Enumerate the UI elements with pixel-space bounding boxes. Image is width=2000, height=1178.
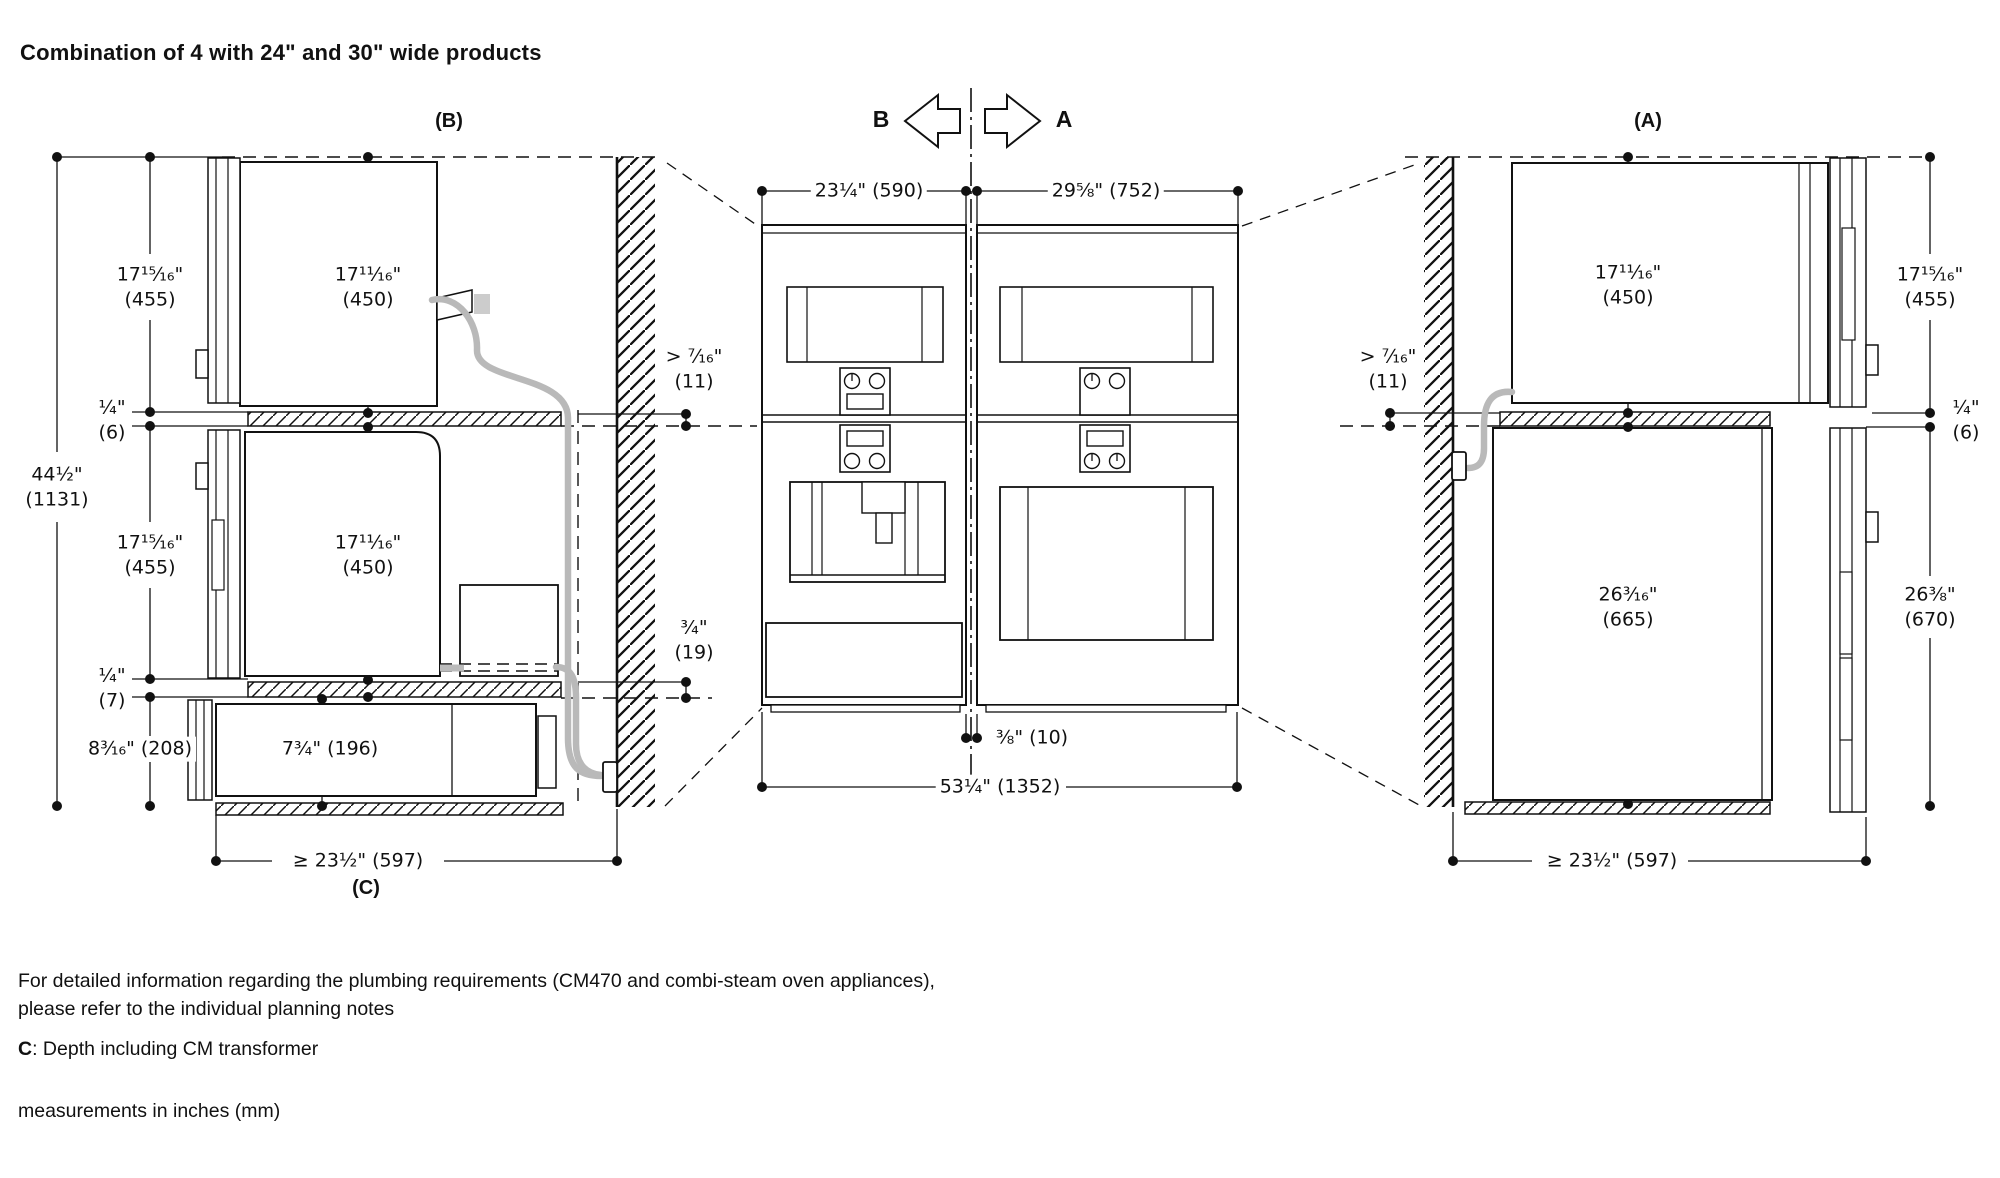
- dim-wall-gap-a: > ⁷⁄₁₆"(11): [1359, 345, 1417, 392]
- upper-door: [1829, 157, 1867, 408]
- footer-plumbing-note: For detailed information regarding the p…: [18, 970, 935, 1020]
- coffee-spout: [875, 512, 893, 544]
- oven-window: [999, 286, 1214, 363]
- oven-top-door: [207, 157, 241, 404]
- arrow-left-icon: [903, 92, 961, 150]
- diagram-a-appliances: [1492, 157, 1879, 813]
- projection-dashed-lines: [664, 162, 1422, 807]
- dim-width-24: 23¼" (590): [810, 178, 928, 204]
- wall-outlet-b: [602, 761, 618, 793]
- control-panel: [839, 367, 1131, 416]
- water-tank: [459, 584, 559, 677]
- dim-reveal-bottom: ¼"(7): [98, 664, 126, 711]
- dim-cabinet-gap: ⅜" (10): [995, 726, 1069, 749]
- door-handle: [1865, 344, 1879, 376]
- dim-lower-niche: 17¹⁵⁄₁₆"(455): [112, 530, 188, 580]
- wall-outlet-a: [1451, 451, 1467, 481]
- dim-width-30: 29⅝" (752): [1047, 178, 1165, 204]
- warming-drawer-front: [765, 622, 963, 698]
- dimension-dots: [52, 152, 1935, 866]
- dim-reveal-a: ¼"(6): [1952, 396, 1980, 443]
- door-handle: [195, 462, 209, 490]
- coffee-machine: [789, 481, 946, 583]
- section-label-a: (A): [1634, 110, 1662, 132]
- footer-units-note: measurements in inches (mm): [18, 1100, 281, 1122]
- dim-drawer-front: 7¾" (196): [277, 736, 383, 762]
- door-handle: [195, 349, 209, 379]
- page-title: Combination of 4 with 24" and 30" wide p…: [20, 40, 542, 65]
- door-handle: [1865, 511, 1879, 543]
- dim-oven-top-height: 17¹¹⁄₁₆"(450): [330, 262, 406, 312]
- dim-shelf-thickness: ¾"(19): [674, 616, 714, 663]
- direction-label-b: B: [872, 106, 890, 133]
- dim-oven-height-a: 17¹¹⁄₁₆"(450): [1590, 260, 1666, 310]
- dim-total-width: 53¼" (1352): [935, 774, 1065, 800]
- section-label-c: (C): [352, 877, 380, 899]
- dim-depth-b: ≥ 23½" (597): [288, 848, 428, 874]
- water-hose: [440, 663, 558, 672]
- power-cables-b: [428, 295, 605, 780]
- section-label-b: (B): [435, 110, 463, 132]
- oven-upper-body: [1511, 162, 1829, 404]
- dim-oven-mid-height: 17¹¹⁄₁₆"(450): [330, 530, 406, 580]
- direction-label-a: A: [1055, 106, 1073, 133]
- wall-left-diagram: [615, 157, 655, 807]
- dim-overall-height: 44½"(1131): [21, 462, 93, 512]
- wall-right-diagram: [1424, 157, 1455, 807]
- oven-window-large: [999, 486, 1214, 641]
- oven-window: [786, 286, 944, 363]
- direction-arrows: [903, 92, 1042, 150]
- dim-lower-center-a: 26³⁄₁₆"(665): [1594, 582, 1662, 632]
- arrow-right-icon: [984, 92, 1042, 150]
- dim-niche-a: 17¹⁵⁄₁₆"(455): [1892, 262, 1968, 312]
- control-panel: [839, 424, 1131, 473]
- dim-wall-gap-b: > ⁷⁄₁₆"(11): [665, 345, 723, 392]
- dim-upper-niche: 17¹⁵⁄₁₆"(455): [112, 262, 188, 312]
- dim-depth-a: ≥ 23½" (597): [1542, 848, 1682, 874]
- cabinet-shelves: [215, 411, 1771, 816]
- diagram-b-appliances: [187, 157, 559, 801]
- dim-drawer-niche: 8³⁄₁₆" (208): [84, 736, 196, 762]
- dim-lower-right-a: 26⅜"(670): [1900, 582, 1960, 632]
- power-cable-a: [1464, 388, 1516, 472]
- front-view-cabinets: [761, 224, 1239, 713]
- dim-reveal-top: ¼"(6): [98, 396, 126, 443]
- footer-c-note: C: Depth including CM transformer: [18, 1038, 319, 1060]
